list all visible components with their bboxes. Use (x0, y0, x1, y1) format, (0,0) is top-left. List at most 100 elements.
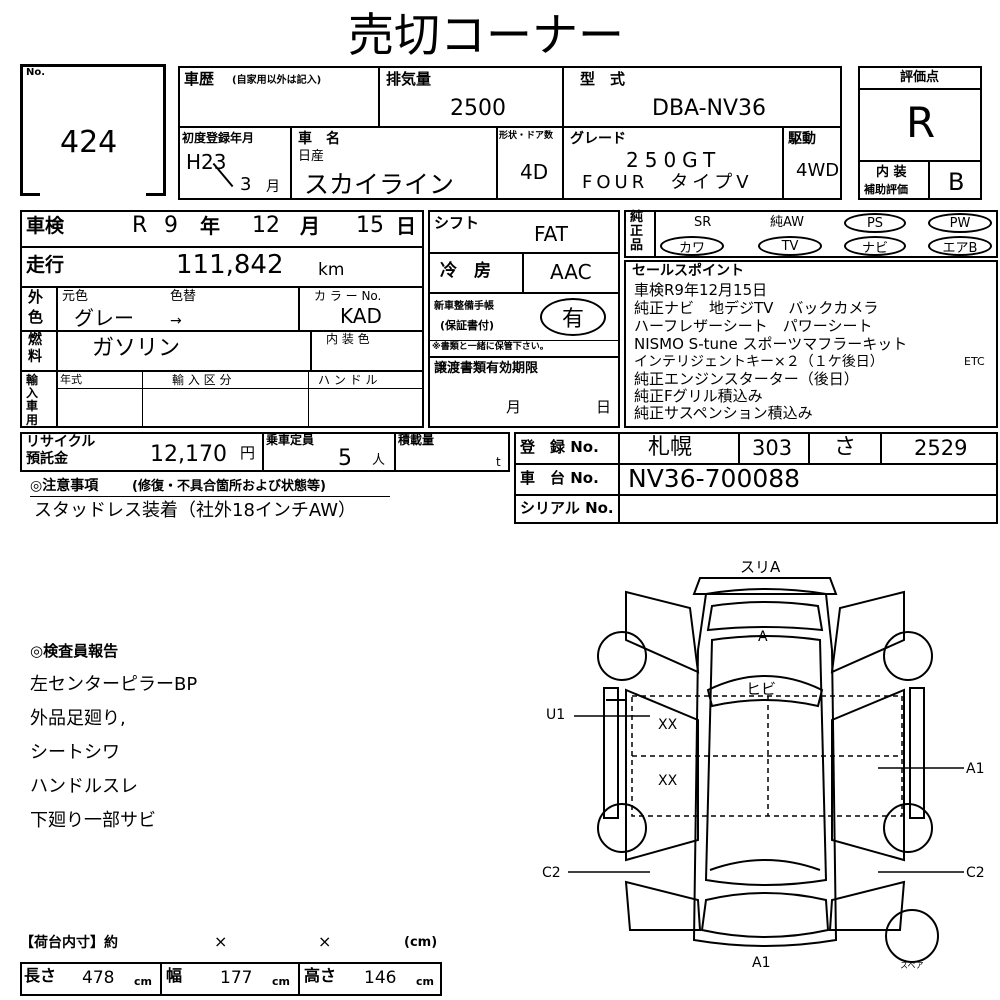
displacement-value: 2500 (450, 96, 506, 121)
registration-city: 札幌 (648, 435, 693, 460)
mileage-unit: km (318, 260, 345, 280)
cargo-length-label: 長さ (24, 966, 57, 985)
lot-box (20, 64, 166, 196)
car-name-value: スカイライン (304, 170, 455, 199)
inspection-day: 15 (356, 213, 384, 238)
capacity-label: 乗車定員 (266, 433, 315, 447)
cargo-x2: × (318, 932, 332, 951)
chassis-value: NV36-700088 (628, 464, 801, 493)
color-code: KAD (340, 304, 382, 328)
cargo-unit: (cm) (404, 935, 438, 950)
diagram-label-a1-right: A1 (966, 761, 985, 777)
fuel-value: ガソリン (92, 336, 181, 361)
color-code-label: カ ラ ー No. (314, 289, 382, 303)
cargo-height: 146 (364, 968, 397, 988)
inspector-line: 外品足廻り, (30, 708, 126, 729)
lot-number: 424 (60, 125, 118, 160)
transfer-label: 譲渡書類有効期限 (434, 361, 539, 376)
inspection-month: 12 (252, 213, 280, 238)
inspection-era: R (132, 213, 148, 238)
equip-tv: TV (758, 236, 822, 256)
grade-label: グレード (570, 131, 626, 147)
equip-aw: 純AW (770, 215, 805, 230)
cargo-width-unit: cm (272, 975, 290, 988)
lot-box-bracket (20, 180, 40, 196)
import-handle-label: ハ ン ド ル (318, 373, 378, 387)
capacity-unit: 人 (372, 453, 386, 468)
diagram-label-xx1: XX (658, 717, 678, 733)
inspector-line: 左センターピラーBP (30, 674, 198, 695)
history-label: 車歴 (184, 70, 215, 88)
load-label: 積載量 (398, 433, 435, 447)
recycle-unit: 円 (240, 444, 256, 462)
sales-point-line: NISMO S-tune スポーツマフラーキット (634, 335, 908, 353)
inspection-year: 9 (164, 213, 178, 238)
mileage-value: 111,842 (176, 250, 284, 280)
chassis-label: 車 台 No. (520, 469, 599, 487)
import-class-label: 輸 入 区 分 (172, 373, 232, 387)
recycle-value: 12,170 (150, 442, 227, 467)
cargo-width: 177 (220, 968, 253, 988)
shift-value: FAT (534, 222, 569, 246)
sales-points-box (624, 260, 998, 428)
inspector-line: ハンドルスレ (30, 776, 138, 797)
manual-label1: 新車整備手帳 (434, 301, 494, 312)
sales-points-label: セールスポイント (632, 263, 744, 279)
body-value: 4D (520, 160, 549, 184)
diagram-label-xx2: XX (658, 773, 678, 789)
diagram-label-c2-left: C2 (542, 865, 561, 881)
notes-sub: (修復・不具合箇所および状態等) (132, 479, 326, 494)
color-arrow: → (170, 313, 182, 329)
grade-line2: FOUR タイプV (582, 172, 753, 193)
score-box (858, 66, 982, 200)
model-label: 型 式 (580, 70, 626, 88)
equipment-box (624, 210, 998, 258)
diagram-label-u1: U1 (546, 707, 566, 723)
color-value: グレー (74, 306, 134, 330)
sales-point-line: 純正サスペンション積込み (634, 404, 813, 422)
manual-note: ※書類と一緒に保管下さい。 (432, 342, 549, 352)
equipment-label3: 品 (630, 238, 644, 253)
inspection-table (20, 210, 424, 428)
car-condition-diagram (568, 577, 964, 963)
recycle-label2: 預託金 (26, 451, 68, 467)
inspection-month-unit: 月 (300, 214, 320, 238)
recycle-table (20, 432, 510, 472)
inspector-line: シートシワ (30, 742, 120, 763)
equip-leather: カワ (660, 236, 724, 256)
sales-point-line: ハーフレザーシート パワーシート (634, 317, 873, 335)
registration-table (514, 432, 998, 524)
equip-sr: SR (694, 215, 712, 230)
fuel-label1: 燃 (28, 332, 42, 348)
sales-point-line: 純正Fグリル積込み (634, 387, 763, 405)
interior-score-value: B (948, 168, 965, 196)
grade-line1: 250GT (626, 148, 722, 172)
inspector-label: ◎検査員報告 (30, 642, 119, 660)
manual-label2: (保証書付) (440, 319, 495, 332)
interior-score-label2: 補助評価 (864, 183, 908, 196)
sales-point-line: 純正エンジンスターター（後日） (634, 370, 859, 388)
notes-text: スタッドレス装着（社外18インチAW） (34, 500, 357, 521)
fuel-label2: 料 (28, 349, 42, 365)
cargo-height-unit: cm (416, 975, 434, 988)
sales-point-line: インテリジェントキー×２（１ケ後日） (634, 354, 884, 370)
registration-label: 登 録 No. (520, 438, 599, 456)
equipment-label1: 純 (630, 210, 644, 225)
history-note: (自家用以外は記入) (232, 75, 322, 86)
equip-navi: ナビ (844, 236, 906, 256)
body-label: 形状・ドア数 (499, 131, 554, 141)
cargo-x1: × (214, 932, 228, 951)
lot-label: No. (26, 67, 46, 78)
cargo-height-label: 高さ (304, 966, 337, 985)
color-label1: 外 (28, 288, 44, 306)
drive-label: 駆動 (788, 131, 816, 147)
car-name-label: 車 名 (298, 131, 340, 147)
cargo-length: 478 (82, 968, 115, 988)
inspection-year-unit: 年 (200, 214, 220, 238)
drive-value: 4WD (796, 160, 840, 181)
load-unit: t (496, 455, 501, 469)
capacity-value: 5 (338, 446, 352, 471)
diagram-label-a1-bottom: A1 (752, 955, 771, 971)
color-label2: 色 (28, 308, 44, 326)
displacement-label: 排気量 (386, 70, 432, 88)
